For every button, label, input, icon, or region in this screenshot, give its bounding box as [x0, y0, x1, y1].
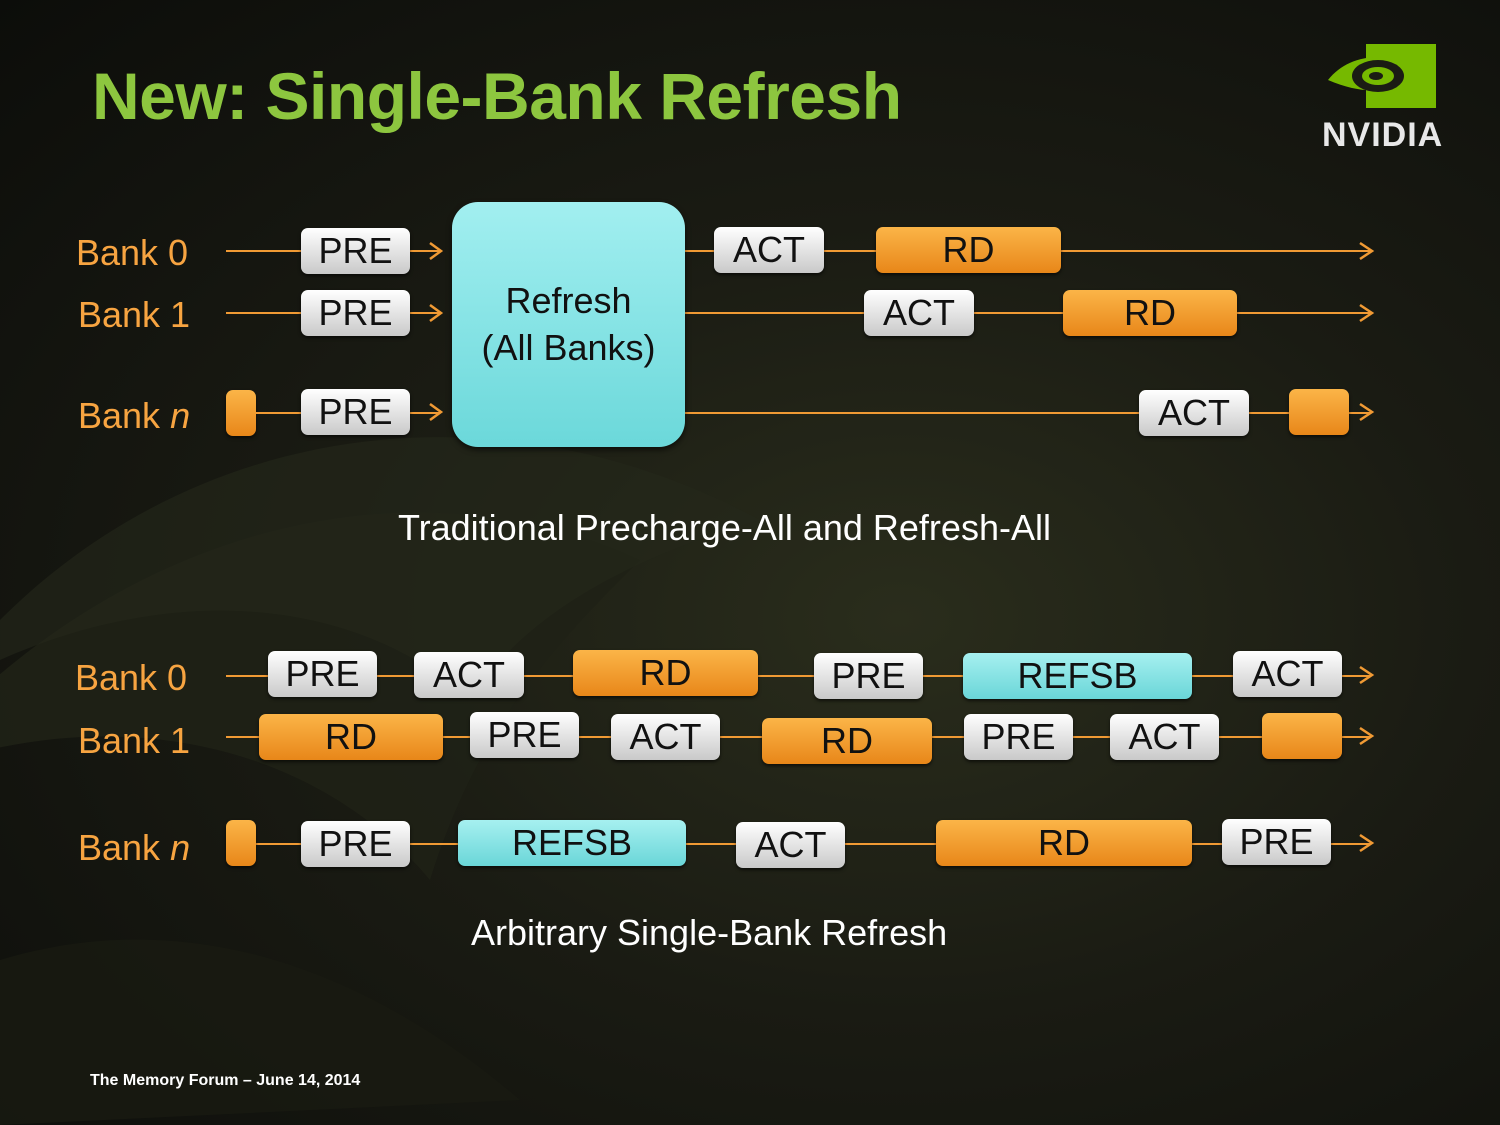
sb-bank-1-rd-2: RD [762, 718, 932, 764]
sb-bank-n-act: ACT [736, 822, 845, 868]
logo-wordmark: NVIDIA [1322, 116, 1444, 154]
trad-bank-n-line [1348, 412, 1370, 414]
trad-bank-1-line [226, 312, 302, 314]
trad-bank-0-rd: RD [876, 227, 1061, 273]
trad-bank-1-rd: RD [1063, 290, 1237, 336]
sb-bank-1-next-cmd [1262, 713, 1342, 759]
trad-bank-n-label: Bank n [78, 395, 191, 436]
trad-bank-1-line [972, 312, 1065, 314]
arrowhead [429, 241, 444, 261]
slide-title: New: Single-Bank Refresh [92, 59, 902, 133]
sb-bank-n-pre-2: PRE [1222, 819, 1331, 865]
sb-bank-0-line [226, 675, 1370, 677]
single-bank-caption: Arbitrary Single-Bank Refresh [471, 912, 948, 953]
sb-bank-1-act: ACT [611, 714, 720, 760]
sb-bank-1-pre: PRE [470, 712, 579, 758]
trad-bank-0-label: Bank 0 [76, 232, 189, 273]
trad-bank-1-label: Bank 1 [78, 294, 191, 335]
footer-text: The Memory Forum – June 14, 2014 [90, 1072, 361, 1089]
arrowhead [429, 303, 444, 323]
trad-bank-n-line [410, 412, 440, 414]
sb-bank-n-rd: RD [936, 820, 1192, 866]
sb-bank-n-prior-cmd [226, 820, 256, 866]
arrowhead [1359, 402, 1375, 422]
sb-bank-0-refsb: REFSB [963, 653, 1192, 699]
refresh-all-banks-block: Refresh (All Banks) [452, 202, 685, 447]
sb-bank-1-pre-2: PRE [964, 714, 1073, 760]
sb-bank-1-label: Bank 1 [78, 720, 191, 761]
trad-bank-n-act: ACT [1139, 390, 1249, 436]
refresh-line-2: (All Banks) [481, 326, 656, 368]
sb-bank-0-pre-2: PRE [814, 653, 923, 699]
trad-bank-1-line [685, 312, 865, 314]
arrowhead [1359, 241, 1375, 261]
sb-bank-0-label: Bank 0 [75, 657, 188, 698]
trad-bank-0-line [410, 250, 440, 252]
nvidia-logo: NVIDIA [1318, 40, 1468, 155]
trad-bank-0-line [226, 250, 302, 252]
refresh-line-1: Refresh [505, 279, 632, 321]
trad-bank-n-prior-cmd [226, 390, 256, 436]
trad-bank-0-line [822, 250, 878, 252]
trad-bank-1-line [410, 312, 440, 314]
sb-bank-1-act-2: ACT [1110, 714, 1219, 760]
trad-bank-n-line [256, 412, 302, 414]
trad-bank-n-line [1248, 412, 1290, 414]
trad-bank-n-next-cmd [1289, 389, 1349, 435]
nvidia-eye-icon [1328, 44, 1436, 108]
trad-bank-n-pre: PRE [301, 389, 410, 435]
sb-bank-n-pre: PRE [301, 821, 410, 867]
arrowhead [1359, 833, 1375, 853]
arrowhead [1359, 726, 1375, 746]
sb-bank-0-act: ACT [414, 652, 524, 698]
trad-bank-0-pre: PRE [301, 228, 410, 274]
trad-bank-0-line [685, 250, 715, 252]
sb-bank-0-act-2: ACT [1233, 651, 1342, 697]
trad-bank-0-act: ACT [714, 227, 824, 273]
trad-bank-1-line [1236, 312, 1370, 314]
traditional-caption: Traditional Precharge-All and Refresh-Al… [398, 507, 1051, 548]
arrowhead [1359, 303, 1375, 323]
sb-bank-n-label: Bank n [78, 827, 191, 868]
trad-bank-0-line [1060, 250, 1370, 252]
sb-bank-n-refsb: REFSB [458, 820, 686, 866]
trad-bank-n-line [685, 412, 1140, 414]
arrowhead [1359, 665, 1375, 685]
trad-bank-1-act: ACT [864, 290, 974, 336]
sb-bank-0-pre: PRE [268, 651, 377, 697]
arrowhead [429, 402, 444, 422]
trad-bank-1-pre: PRE [301, 290, 410, 336]
sb-bank-1-rd: RD [259, 714, 443, 760]
sb-bank-0-rd: RD [573, 650, 758, 696]
